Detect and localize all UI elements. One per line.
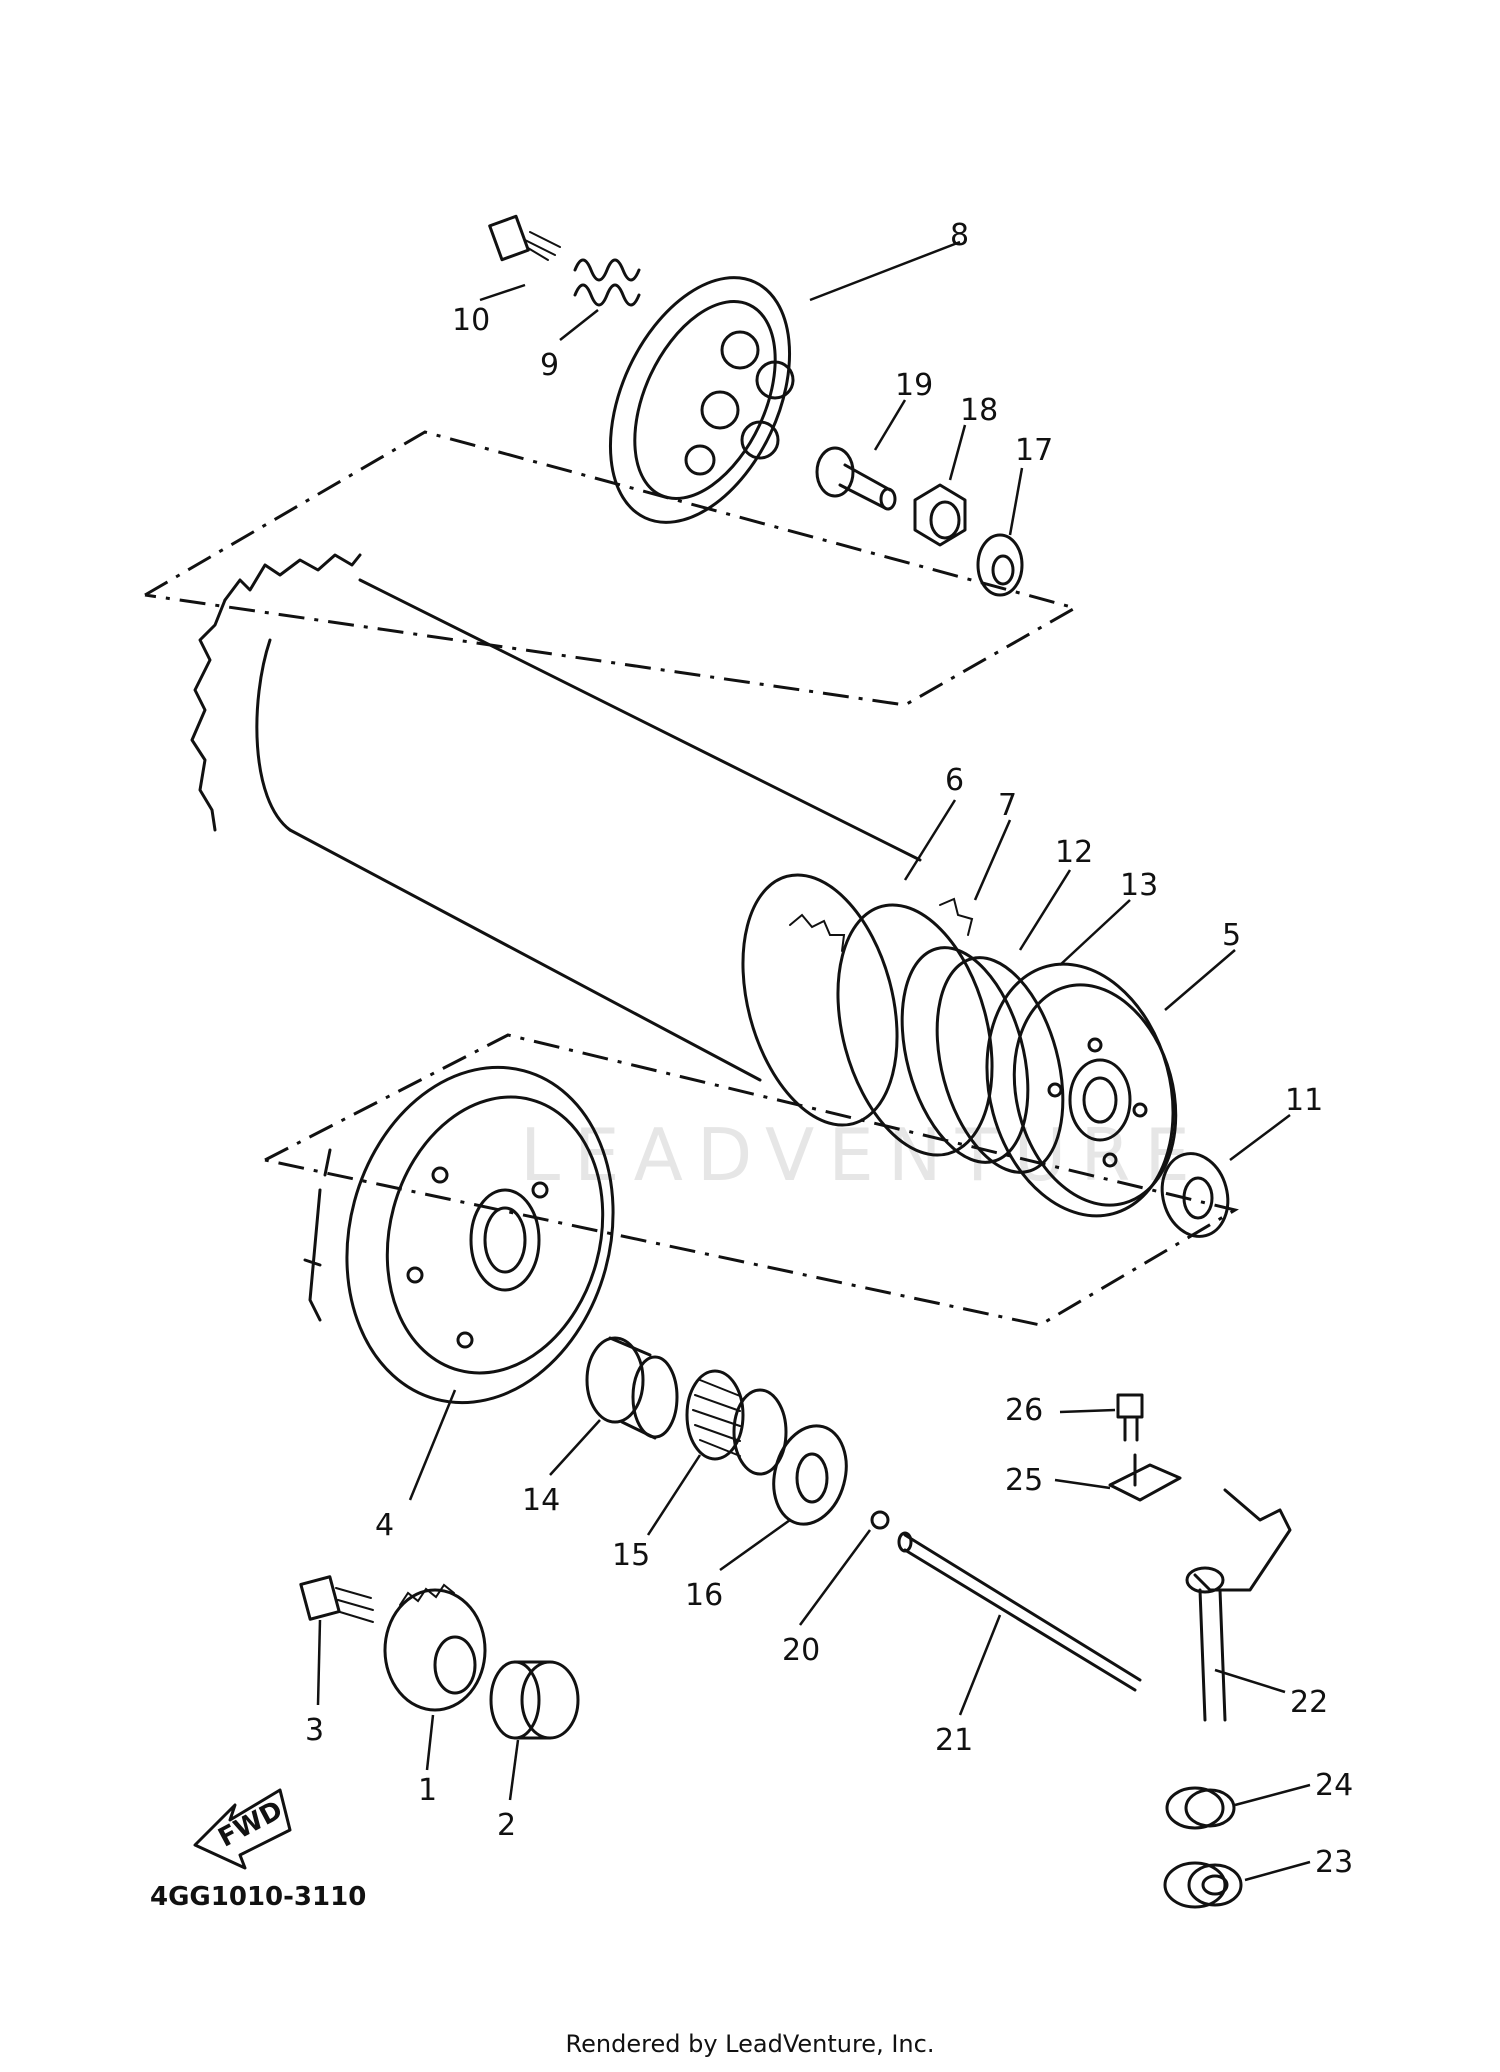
callout-22: 22 [1290,1685,1328,1720]
callout-12: 12 [1055,835,1093,870]
callout-11: 11 [1285,1083,1323,1118]
callout-18: 18 [960,393,998,428]
spacer-14 [585,1336,679,1440]
callout-21: 21 [935,1723,973,1758]
clutch-boss-5 [985,962,1178,1218]
callout-26: 26 [1005,1393,1043,1428]
bolt-26 [1116,1393,1144,1442]
clutch-plates-cylinder [190,553,922,1082]
bearing-23 [1163,1861,1243,1909]
watermark: LEADVENTURE [520,1113,1204,1197]
callout-9: 9 [540,348,559,383]
callout-2: 2 [497,1808,516,1843]
callout-7: 7 [998,788,1017,823]
drive-gear-1 [383,1583,487,1712]
ball-20 [870,1510,890,1530]
pressure-plate [608,276,795,524]
callout-17: 17 [1015,433,1053,468]
needle-bearing-15 [685,1369,788,1476]
leader-lines [316,240,1311,1882]
oil-seal-24 [1165,1786,1236,1830]
callout-3: 3 [305,1713,324,1748]
spring-9 [573,258,641,307]
callout-1: 1 [418,1773,437,1808]
callout-16: 16 [685,1578,723,1613]
callout-8: 8 [950,218,969,253]
fwd-arrow-icon: FWD [193,1788,292,1870]
callout-10: 10 [452,303,490,338]
callout-24: 24 [1315,1768,1353,1803]
footer-credit: Rendered by LeadVenture, Inc. [565,2030,935,2058]
callout-15: 15 [612,1538,650,1573]
bolt-10 [488,214,561,262]
push-rod-21 [897,1531,1142,1692]
callout-25: 25 [1005,1463,1043,1498]
callout-13: 13 [1120,868,1158,903]
push-rod-19 [815,446,897,511]
bolt-3 [299,1575,374,1623]
callout-14: 14 [522,1483,560,1518]
callout-4: 4 [375,1508,394,1543]
callout-23: 23 [1315,1845,1353,1880]
callout-6: 6 [945,763,964,798]
part-code: 4GG1010-3110 [150,1882,366,1912]
push-lever-22 [1185,1488,1292,1722]
washer-11 [1160,1152,1230,1238]
callout-20: 20 [782,1633,820,1668]
nut-18 [913,483,967,547]
plate-25 [1108,1453,1182,1502]
fwd-label: FWD [214,1795,288,1853]
callout-5: 5 [1222,918,1241,953]
thrust-washer-16 [772,1424,848,1526]
ring-13 [935,956,1065,1174]
friction-plate-6 [741,873,899,1127]
collar-2 [489,1660,580,1740]
assembly-outline-upper [144,430,1079,707]
callout-19: 19 [895,368,933,403]
lock-washer-17 [976,533,1024,597]
clutch-housing-4 [303,1065,615,1405]
clutch-plate-7 [836,897,994,1157]
assembly-outline-lower [264,1033,1239,1327]
